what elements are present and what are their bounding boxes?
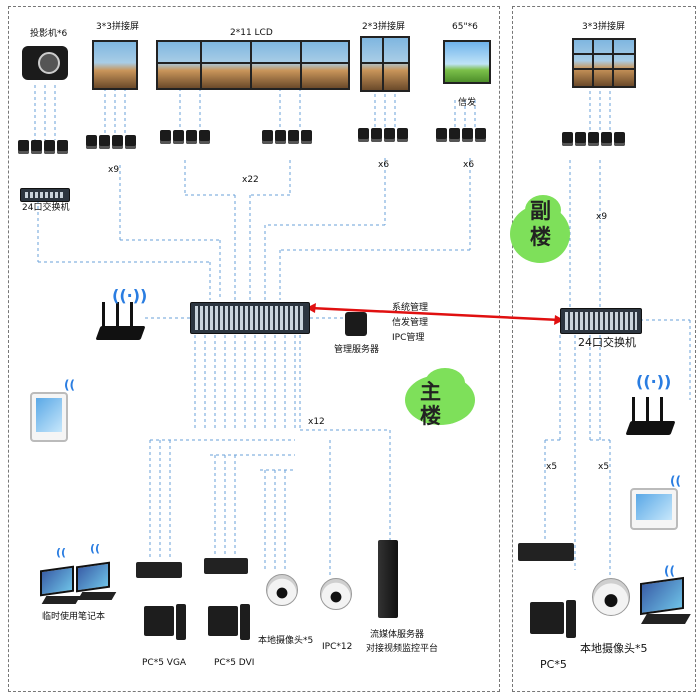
pc-vga-label: PC*5 VGA [142, 658, 187, 668]
tv-65 [443, 40, 491, 84]
annex-count-x9: x9 [596, 212, 608, 222]
annex-switch-24 [560, 308, 642, 334]
wifi-icon-annex-laptop: (( [664, 564, 675, 578]
wall-2x3-bezel-h [360, 62, 408, 64]
count-x6-b: x6 [463, 160, 475, 170]
decoder-group-wall-3x3 [86, 135, 136, 149]
decoder-group-projector [18, 140, 68, 154]
laptop-2 [76, 561, 117, 600]
annex-wall-bezel-h2 [572, 68, 634, 70]
tv-65-sublabel: 信发 [458, 98, 477, 108]
annex-video-wall-3x3 [572, 38, 636, 88]
annex-count-x5-a: x5 [546, 462, 558, 472]
pc-vga-monitor [144, 606, 174, 636]
count-x12: x12 [308, 417, 325, 427]
annex-switch-24-label: 24口交换机 [578, 336, 636, 349]
pc-dvi-tower [240, 604, 250, 640]
mgmt-line-1: 系统管理 [392, 303, 429, 313]
projector-lens-icon [38, 52, 60, 74]
encoder-vga [136, 562, 182, 578]
decoder-group-wall-2x3 [358, 128, 408, 142]
annex-wall-bezel-h1 [572, 53, 634, 55]
annex-building-label: 副楼 [530, 199, 551, 249]
video-wall-2x3 [360, 36, 410, 92]
main-cloud-puff [425, 368, 465, 398]
encoder-dvi [204, 558, 248, 574]
video-wall-3x3 [92, 40, 138, 90]
lcd-wall-2x11-label: 2*11 LCD [230, 28, 273, 38]
annex-video-wall-label: 3*3拼接屏 [582, 22, 625, 32]
annex-pc-monitor [530, 602, 564, 634]
video-wall-3x3-label: 3*3拼接屏 [96, 22, 139, 32]
camera-local-label: 本地摄像头*5 [258, 636, 314, 646]
pc-dvi-monitor [208, 606, 238, 636]
mgmt-line-3: IPC管理 [392, 333, 425, 343]
count-x6-a: x6 [378, 160, 390, 170]
lcd-bezel-h [156, 62, 348, 64]
tv-65-label: 65"*6 [452, 22, 478, 32]
lcd-bezel-v2 [250, 40, 252, 88]
laptop-1 [40, 565, 81, 604]
main-building-zone [8, 6, 500, 692]
tablet-annex [630, 488, 678, 530]
lcd-bezel-v1 [200, 40, 202, 88]
lcd-wall-2x11 [156, 40, 350, 90]
annex-camera [592, 578, 630, 616]
annex-pc-label: PC*5 [540, 658, 567, 671]
core-switch [190, 302, 310, 334]
projector-label: 投影机*6 [30, 29, 68, 39]
decoder-group-lcd-1 [160, 130, 210, 144]
decoder-group-annex [562, 132, 625, 146]
decoder-group-lcd-2 [262, 130, 312, 144]
pc-vga-tower [176, 604, 186, 640]
annex-laptop [640, 576, 691, 624]
decoder-group-tv [436, 128, 486, 142]
annex-cloud-puff [525, 195, 561, 225]
management-server-label: 管理服务器 [334, 345, 380, 355]
streaming-server-label-2: 对接视频监控平台 [366, 644, 439, 654]
camera-local [266, 574, 298, 606]
projector [22, 46, 68, 80]
annex-pc-tower [566, 600, 576, 638]
laptops-label: 临时使用笔记本 [42, 612, 106, 622]
annex-encoder [518, 543, 574, 561]
annex-wall-bezel-v2 [612, 38, 614, 86]
pc-dvi-label: PC*5 DVI [214, 658, 255, 668]
camera-ipc [320, 578, 352, 610]
lcd-bezel-v3 [300, 40, 302, 88]
annex-count-x5-b: x5 [598, 462, 610, 472]
main-building-label: 主楼 [420, 380, 441, 428]
wall-2x3-bezel-v [382, 36, 384, 90]
wifi-icon-laptop-1: (( [56, 546, 67, 559]
count-x22: x22 [242, 175, 259, 185]
wifi-icon-laptop-2: (( [90, 542, 101, 555]
annex-camera-label: 本地摄像头*5 [580, 642, 648, 655]
wifi-icon-router-main: ((·)) [112, 286, 148, 305]
streaming-server [378, 540, 398, 618]
small-switch-24-label: 24口交换机 [22, 203, 70, 213]
count-x9-main: x9 [108, 165, 120, 175]
annex-building-zone [512, 6, 696, 692]
mgmt-line-2: 信发管理 [392, 318, 429, 328]
wifi-icon-tablet-annex: (( [670, 474, 681, 488]
wifi-router-main [95, 300, 146, 340]
ipc-label: IPC*12 [322, 642, 353, 652]
wifi-icon-tablet-main: (( [64, 378, 75, 392]
wifi-icon-router-annex: ((·)) [636, 372, 672, 391]
streaming-server-label: 流媒体服务器 [370, 630, 425, 640]
annex-wall-bezel-v1 [592, 38, 594, 86]
tablet-main [30, 392, 68, 442]
wifi-router-annex [625, 395, 676, 435]
small-switch-24 [20, 188, 70, 202]
management-server [345, 312, 367, 336]
video-wall-2x3-label: 2*3拼接屏 [362, 22, 405, 32]
